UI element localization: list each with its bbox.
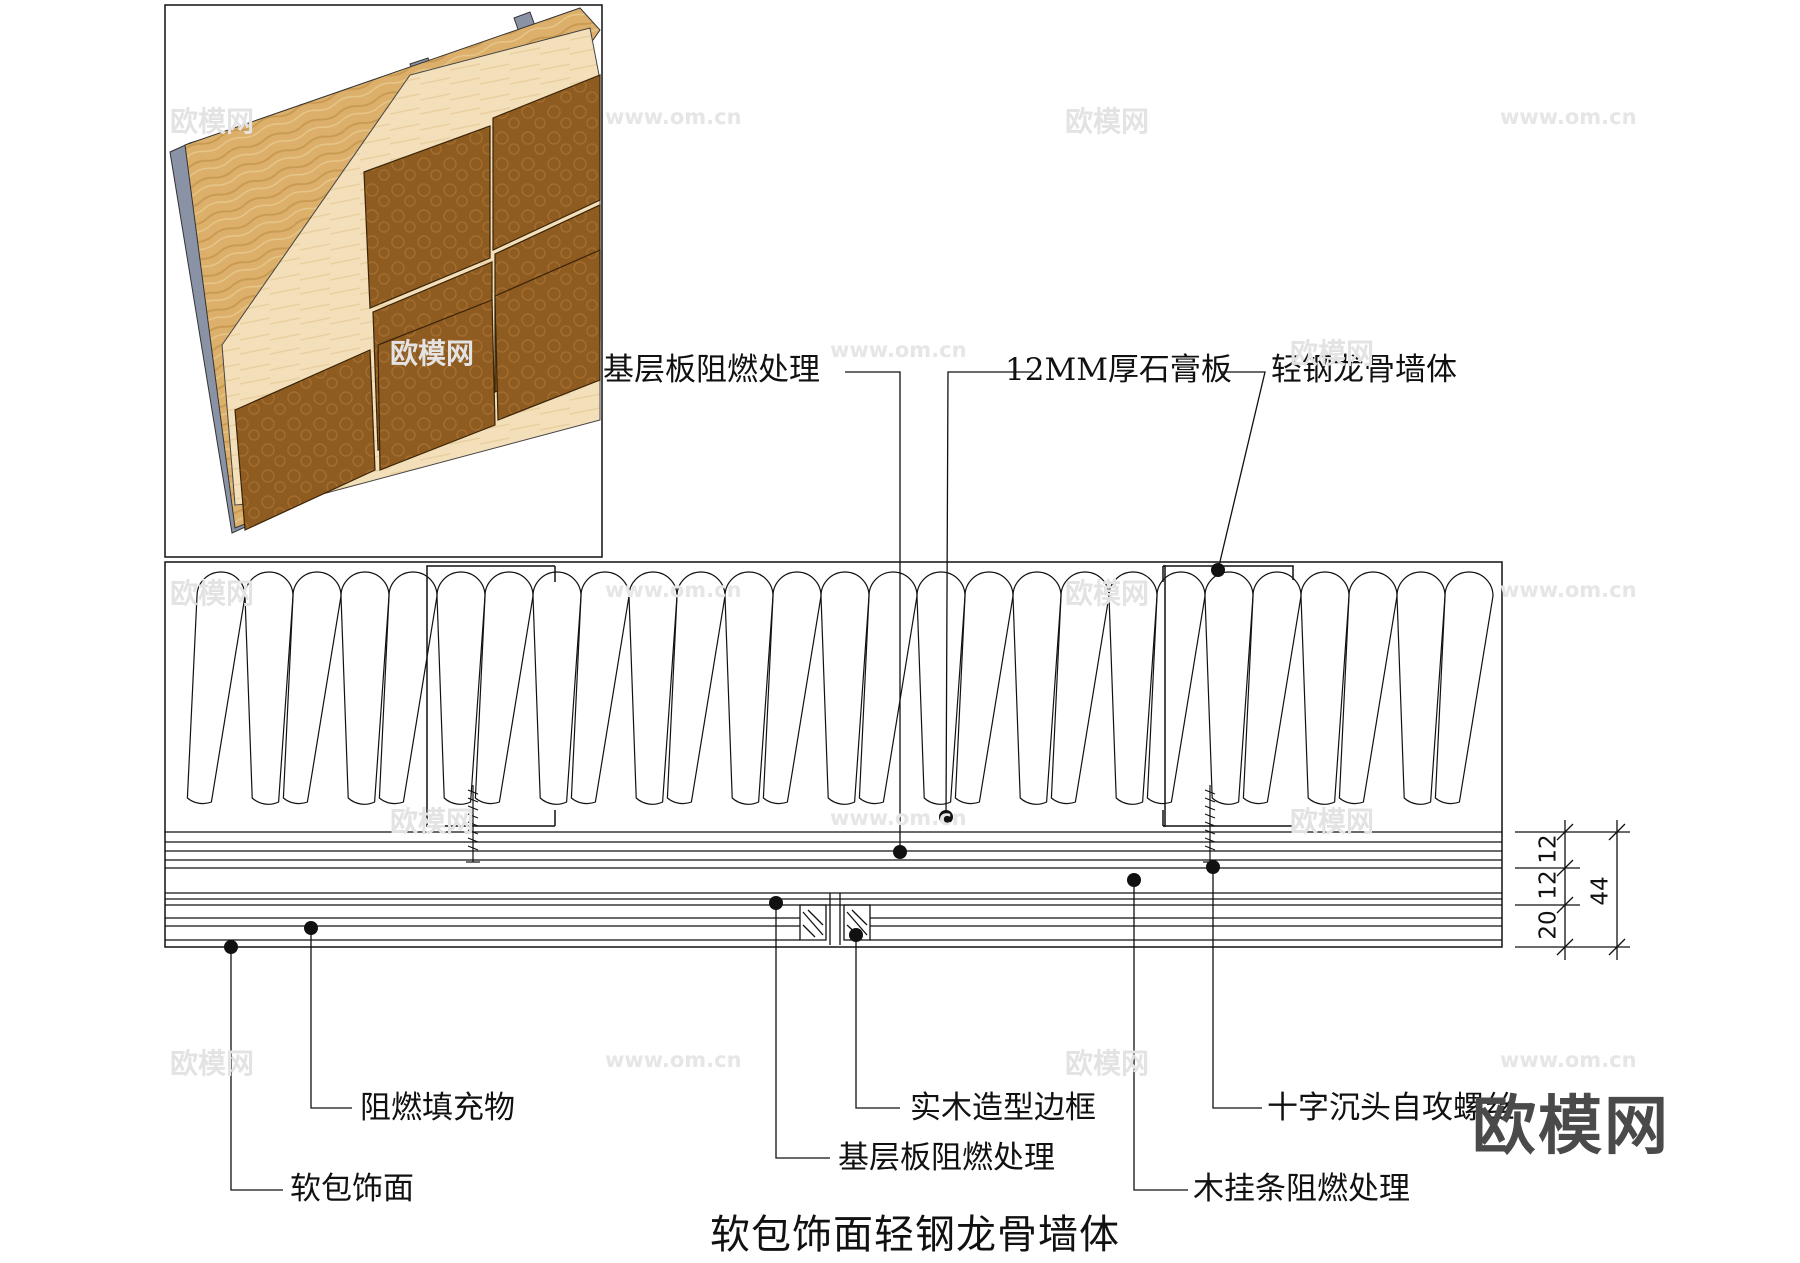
watermark-url: www.om.cn xyxy=(605,1048,742,1072)
label-base-board-bottom: 基层板阻燃处理 xyxy=(838,1140,1055,1176)
watermark-brand: 欧模网 xyxy=(1065,1047,1150,1080)
wall-outline xyxy=(164,561,1503,948)
base-board-layers xyxy=(165,892,1502,941)
insulation-loop xyxy=(436,571,486,805)
insulation-loop xyxy=(1146,571,1206,805)
diagram-title: 软包饰面轻钢龙骨墙体 xyxy=(710,1212,1120,1258)
watermark-logo: 欧模网 xyxy=(1472,1090,1670,1164)
leather-panel-1 xyxy=(363,125,491,309)
insulation-loop xyxy=(186,571,246,805)
insulation-loop xyxy=(378,571,438,805)
insulation-loop xyxy=(474,571,534,805)
watermark-brand: 欧模网 xyxy=(390,805,475,838)
dimension-d3: 20 xyxy=(1535,910,1562,940)
insulation-loop xyxy=(532,571,582,805)
watermark-brand: 欧模网 xyxy=(390,337,475,370)
insulation-loop xyxy=(1300,571,1350,805)
insulation-loop xyxy=(916,571,966,805)
dimension-d2: 12 xyxy=(1535,870,1562,900)
label-wood-strip: 木挂条阻燃处理 xyxy=(1193,1171,1410,1207)
dimension-total: 44 xyxy=(1587,876,1614,906)
leader-dots xyxy=(224,563,1225,954)
watermark-brand: 欧模网 xyxy=(1065,577,1150,610)
leader-lines xyxy=(230,371,1266,1191)
insulation-loop xyxy=(628,571,678,805)
dimension-lines xyxy=(1515,820,1630,960)
watermark-url: www.om.cn xyxy=(605,578,742,602)
insulation-loop xyxy=(666,571,726,805)
insulation-loop xyxy=(1338,571,1398,805)
insulation-loop xyxy=(1242,571,1302,805)
screw-left xyxy=(466,785,480,863)
watermark-brand: 欧模网 xyxy=(170,1047,255,1080)
label-screw: 十字沉头自攻螺丝 xyxy=(1267,1090,1515,1126)
insulation-loop xyxy=(1012,571,1062,805)
label-filler: 阻燃填充物 xyxy=(360,1090,515,1126)
watermark-brand: 欧模网 xyxy=(170,105,255,138)
watermark-brand: 欧模网 xyxy=(170,577,255,610)
axonometric-frame xyxy=(164,4,603,558)
leather-panel-2 xyxy=(492,74,601,251)
insulation-loop xyxy=(244,571,294,805)
watermark-url: www.om.cn xyxy=(830,806,967,830)
insulation-loop xyxy=(570,571,630,805)
insulation-loop xyxy=(1396,571,1446,805)
leather-panel-6 xyxy=(377,299,496,471)
watermark-url: www.om.cn xyxy=(1500,105,1637,129)
insulation-loop xyxy=(1108,571,1158,805)
watermark-url: www.om.cn xyxy=(830,338,967,362)
steel-c-stud-right xyxy=(1162,565,1166,827)
insulation-loop xyxy=(820,571,870,805)
insulation-loop xyxy=(954,571,1014,805)
gypsum-layers xyxy=(165,831,1502,869)
label-gypsum: 12MM厚石膏板 xyxy=(1005,352,1232,388)
leather-panel-5 xyxy=(234,349,376,531)
steel-c-stud-left xyxy=(426,565,555,827)
insulation-loop xyxy=(282,571,342,805)
insulation-loop xyxy=(858,571,918,805)
watermark-brand: 欧模网 xyxy=(1065,105,1150,138)
insulation-loop xyxy=(724,571,774,805)
dimension-d1: 12 xyxy=(1535,834,1562,864)
insulation-loop xyxy=(1050,571,1110,805)
insulation-batts xyxy=(186,571,1494,805)
label-soft-finish: 软包饰面 xyxy=(290,1171,414,1207)
watermark-url: www.om.cn xyxy=(605,105,742,129)
label-steel-stud-wall: 轻钢龙骨墙体 xyxy=(1271,352,1457,388)
insulation-loop xyxy=(762,571,822,805)
insulation-loop xyxy=(1434,571,1494,805)
wood-frame-joint xyxy=(799,893,871,945)
label-base-board-top: 基层板阻燃处理 xyxy=(603,352,820,388)
insulation-loop xyxy=(1204,571,1254,805)
watermark-brand: 欧模网 xyxy=(1290,805,1375,838)
insulation-loop xyxy=(340,571,390,805)
watermark-url: www.om.cn xyxy=(1500,1048,1637,1072)
label-wood-frame: 实木造型边框 xyxy=(910,1090,1096,1126)
watermark-brand: 欧模网 xyxy=(1290,337,1375,370)
watermark-url: www.om.cn xyxy=(1500,578,1637,602)
